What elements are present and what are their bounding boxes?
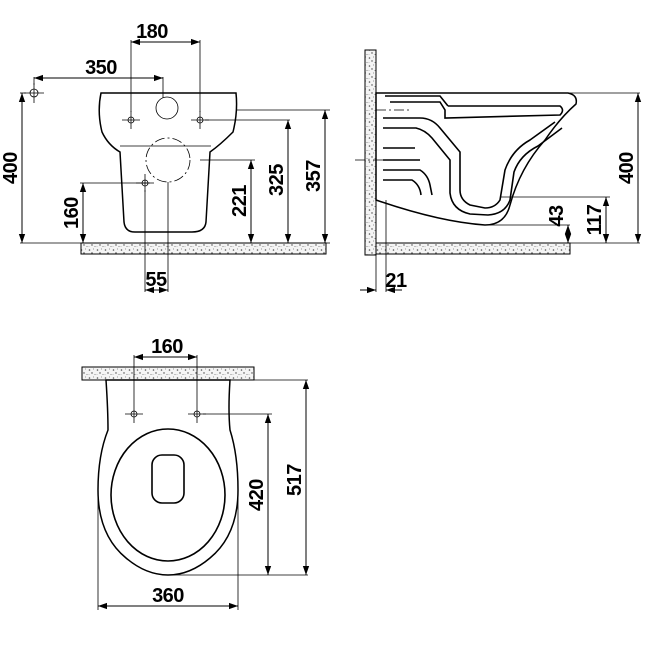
dim-180: 180 <box>136 21 168 43</box>
dim-360: 360 <box>152 585 184 607</box>
dim-350: 350 <box>85 57 117 79</box>
inlet-circle <box>155 96 179 120</box>
dim-55: 55 <box>145 269 167 291</box>
front-toilet-body <box>98 92 238 233</box>
dim-325: 325 <box>266 164 288 196</box>
front-view: 180 350 400 160 221 325 357 55 <box>0 21 330 294</box>
dim-160-front: 160 <box>61 197 83 229</box>
side-floor-slab <box>375 242 571 255</box>
bolt-top-left <box>24 83 44 103</box>
side-view: 400 117 43 21 <box>355 49 642 294</box>
dim-400-side: 400 <box>616 152 638 184</box>
top-seat-opening <box>110 428 226 562</box>
wall <box>364 49 377 256</box>
dim-43: 43 <box>546 205 568 227</box>
top-bowl-hole <box>151 454 185 504</box>
dim-357: 357 <box>303 160 325 192</box>
outlet-circle <box>145 137 191 183</box>
top-view: 160 420 517 360 <box>81 336 310 610</box>
dim-420: 420 <box>246 479 268 511</box>
dim-221: 221 <box>229 185 251 217</box>
bolt-left <box>122 111 140 129</box>
dim-400-front: 400 <box>0 152 22 184</box>
side-toilet-bowl <box>385 95 564 119</box>
side-toilet-outlet <box>383 147 433 196</box>
top-bolt-left <box>125 405 143 423</box>
top-wall-slab <box>81 366 255 381</box>
dim-160-top: 160 <box>151 336 183 358</box>
top-toilet-outer <box>97 379 239 576</box>
side-toilet-trap-inner <box>383 127 563 216</box>
dim-117: 117 <box>584 204 606 235</box>
dim-517: 517 <box>284 464 306 496</box>
side-toilet-outer <box>375 92 578 226</box>
floor-slab <box>80 242 327 255</box>
dim-21: 21 <box>385 270 407 292</box>
side-toilet-trap <box>383 117 556 209</box>
